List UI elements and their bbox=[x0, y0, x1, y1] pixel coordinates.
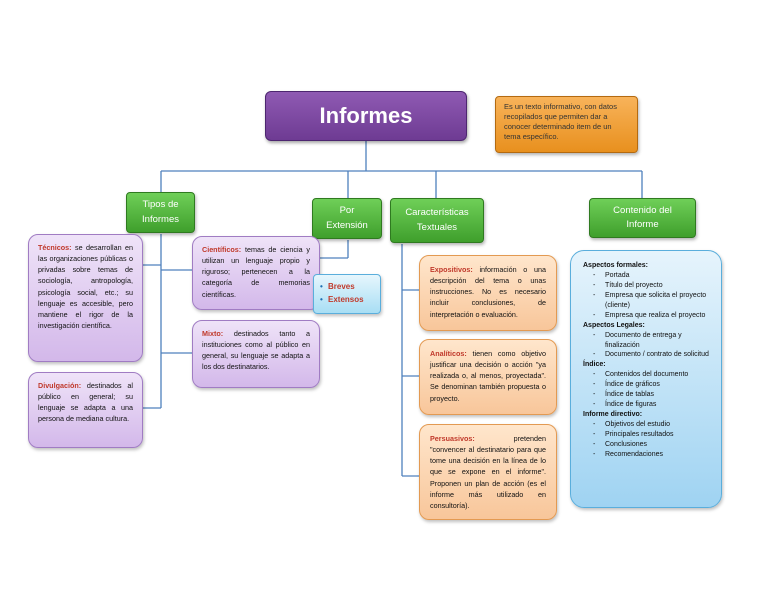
legales-item: Documento / contrato de solicitud bbox=[593, 350, 709, 360]
persuasivos-term: Persuasivos: bbox=[430, 434, 475, 443]
branch-contenido-label: Contenido del Informe bbox=[613, 204, 672, 230]
branch-contenido: Contenido del Informe bbox=[589, 198, 696, 238]
divulgacion-term: Divulgación: bbox=[38, 381, 82, 390]
formales-item: Título del proyecto bbox=[593, 281, 709, 291]
directivo-item: Objetivos del estudio bbox=[593, 420, 709, 430]
mixto-term: Mixto: bbox=[202, 329, 224, 338]
branch-extension-label: Por Extensión bbox=[326, 205, 368, 231]
legales-title: Aspectos Legales: bbox=[583, 321, 645, 329]
extension-list: Breves Extensos bbox=[313, 274, 381, 314]
analiticos-text: tienen como objetivo justificar una deci… bbox=[430, 349, 546, 403]
cientificos-text: temas de ciencia y utilizan un lenguaje … bbox=[202, 245, 311, 299]
formales-item: Empresa que solicita el proyecto (client… bbox=[593, 291, 709, 311]
definition-note: Es un texto informativo, con datos recop… bbox=[495, 96, 638, 153]
branch-caracteristicas-label: Características Textuales bbox=[405, 207, 469, 233]
card-divulgacion: Divulgación: destinados al público en ge… bbox=[28, 372, 143, 448]
directivo-item: Principales resultados bbox=[593, 430, 709, 440]
card-mixto: Mixto: destinados tanto a instituciones … bbox=[192, 320, 320, 388]
indice-item: Contenidos del documento bbox=[593, 370, 709, 380]
main-title: Informes bbox=[265, 91, 467, 141]
indice-item: Índice de figuras bbox=[593, 400, 709, 410]
extension-item: Breves bbox=[320, 281, 374, 294]
formales-title: Aspectos formales: bbox=[583, 262, 648, 269]
branch-tipos: Tipos de Informes bbox=[126, 192, 195, 233]
card-expositivos: Expositivos: información o una descripci… bbox=[419, 255, 557, 331]
formales-item: Empresa que realiza el proyecto bbox=[593, 311, 709, 321]
card-analiticos: Analíticos: tienen como objetivo justifi… bbox=[419, 339, 557, 415]
extension-item: Extensos bbox=[320, 294, 374, 307]
directivo-title: Informe directivo: bbox=[583, 411, 643, 419]
card-persuasivos: Persuasivos: pretenden "convencer al des… bbox=[419, 424, 557, 520]
branch-caracteristicas: Características Textuales bbox=[390, 198, 484, 243]
expositivos-term: Expositivos: bbox=[430, 265, 473, 274]
card-contenido: Aspectos formales: Portada Título del pr… bbox=[570, 250, 722, 508]
branch-tipos-label: Tipos de Informes bbox=[142, 199, 179, 225]
tecnicos-term: Técnicos: bbox=[38, 243, 72, 252]
card-cientificos: Científicos: temas de ciencia y utilizan… bbox=[192, 236, 320, 310]
legales-item: Documento de entrega y finalización bbox=[593, 331, 709, 351]
directivo-item: Conclusiones bbox=[593, 440, 709, 450]
indice-title: Índice: bbox=[583, 361, 606, 369]
tecnicos-text: se desarrollan en las organizaciones púb… bbox=[38, 243, 134, 331]
persuasivos-text: pretenden "convencer al destinatario par… bbox=[430, 434, 546, 510]
mixto-text: destinados tanto a instituciones como al… bbox=[202, 329, 311, 372]
card-tecnicos: Técnicos: se desarrollan en las organiza… bbox=[28, 234, 143, 362]
branch-extension: Por Extensión bbox=[312, 198, 382, 239]
formales-item: Portada bbox=[593, 271, 709, 281]
indice-item: Índice de gráficos bbox=[593, 380, 709, 390]
directivo-item: Recomendaciones bbox=[593, 450, 709, 460]
expositivos-text: información o una descripción del tema o… bbox=[430, 265, 546, 319]
cientificos-term: Científicos: bbox=[202, 245, 242, 254]
analiticos-term: Analíticos: bbox=[430, 349, 467, 358]
indice-item: Índice de tablas bbox=[593, 390, 709, 400]
divulgacion-text: destinados al público en general; su len… bbox=[38, 381, 133, 424]
